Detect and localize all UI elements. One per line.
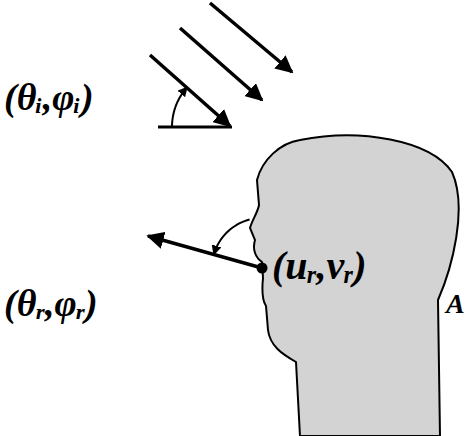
head-silhouette xyxy=(250,135,459,436)
reference-line xyxy=(158,126,232,129)
reflected-ray xyxy=(148,236,262,268)
incident-angle-arc xyxy=(172,87,187,127)
incident-angle-label: (θᵢ,φᵢ) xyxy=(4,78,94,116)
reflected-angle-label: (θᵣ,φᵣ) xyxy=(4,284,98,322)
incident-ray xyxy=(210,3,292,72)
incident-ray xyxy=(150,55,230,126)
object-label: A xyxy=(446,290,465,318)
incident-ray xyxy=(180,28,262,100)
reflected-angle-arc xyxy=(214,220,250,255)
surface-point xyxy=(257,263,268,274)
surface-point-label: (uᵣ,vᵣ) xyxy=(272,246,367,286)
